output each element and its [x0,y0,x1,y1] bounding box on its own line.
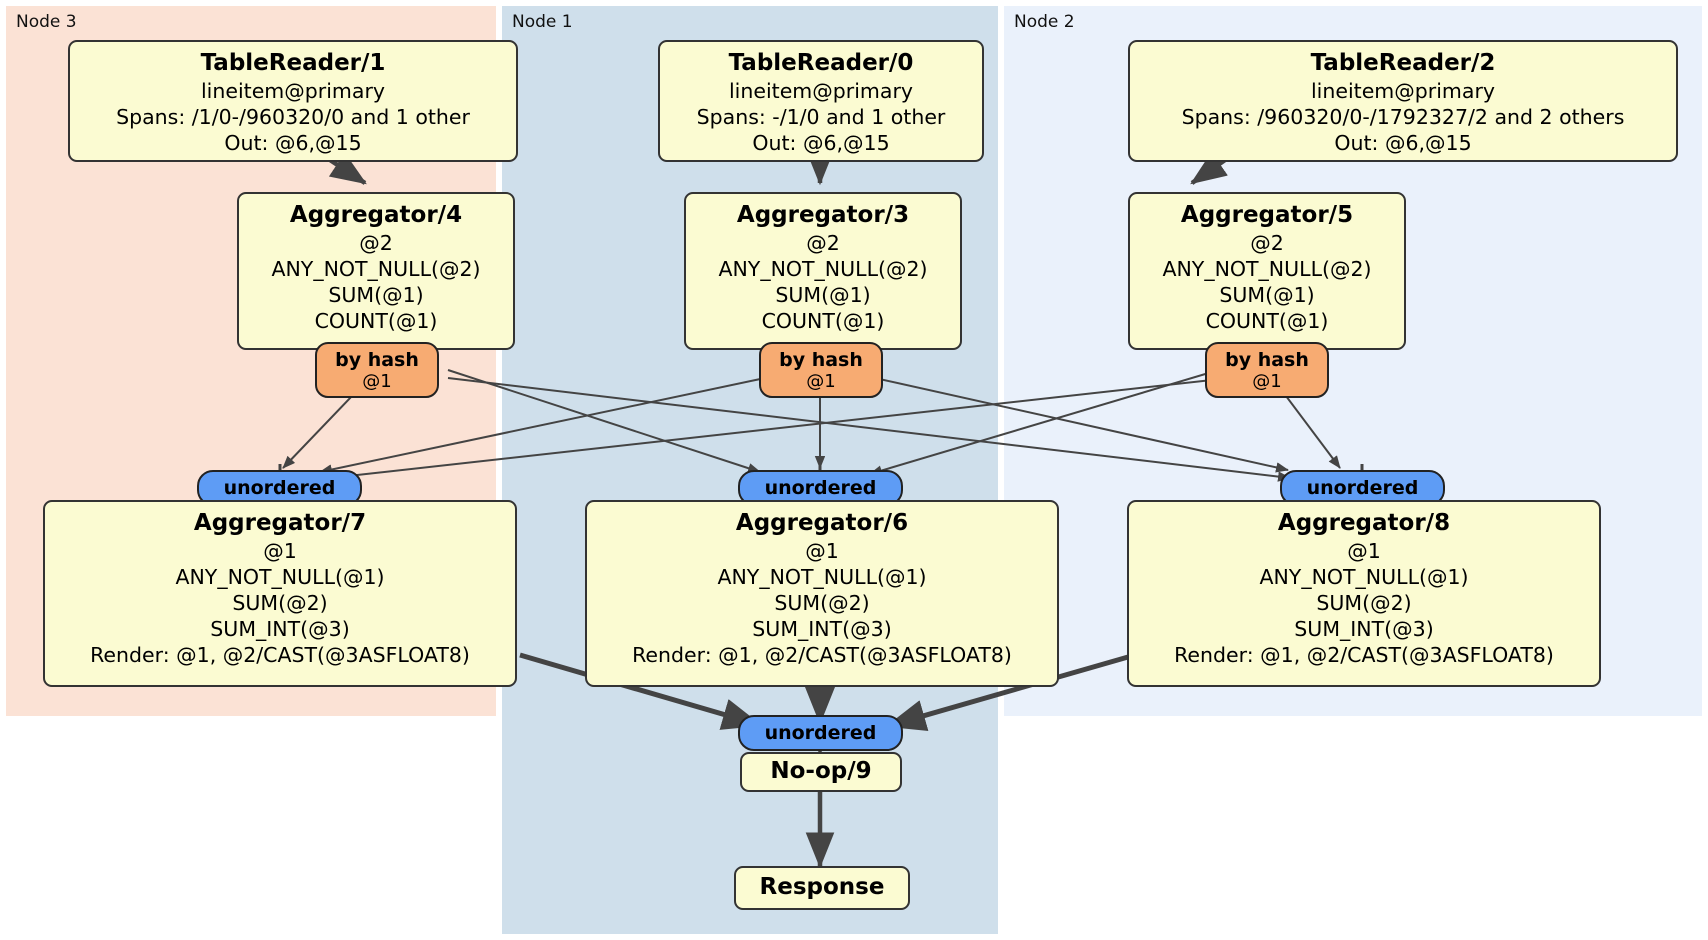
processor-detail-line: Out: @6,@15 [752,131,890,155]
processor-detail-line: Render: @1, @2/CAST(@3ASFLOAT8) [1174,643,1554,667]
processor-detail-line: @1 [805,539,839,563]
processor-detail-line: lineitem@primary [728,79,914,103]
processor-tablereader-0[interactable]: TableReader/0 lineitem@primary Spans: -/… [658,40,984,162]
router-label: by hash [335,348,419,371]
processor-detail-line: @2 [359,231,393,255]
processor-detail-line: SUM_INT(@3) [1294,617,1434,641]
node-panel-label-node2: Node 2 [1014,12,1075,32]
processor-detail-line: SUM(@2) [1316,591,1412,615]
processor-title: Aggregator/7 [193,510,367,536]
processor-detail-line: lineitem@primary [200,79,386,103]
router-label: by hash [779,348,863,371]
processor-title: Response [759,874,885,900]
processor-detail-line: Render: @1, @2/CAST(@3ASFLOAT8) [90,643,470,667]
processor-detail-line: lineitem@primary [1310,79,1496,103]
router-label: by hash [1225,348,1309,371]
processor-detail-line: @2 [1250,231,1284,255]
processor-aggregator-8[interactable]: Aggregator/8 @1 ANY_NOT_NULL(@1) SUM(@2)… [1127,500,1601,687]
synchronizer-label: unordered [764,476,877,499]
processor-title: TableReader/0 [728,50,914,76]
processor-detail-line: COUNT(@1) [761,309,885,333]
processor-detail-line: Spans: /960320/0-/1792327/2 and 2 others [1181,105,1625,129]
processor-detail-line: @1 [263,539,297,563]
processor-aggregator-4[interactable]: Aggregator/4 @2 ANY_NOT_NULL(@2) SUM(@1)… [237,192,515,350]
processor-detail-line: Out: @6,@15 [224,131,362,155]
synchronizer-label: unordered [223,476,336,499]
processor-title: No-op/9 [770,758,872,784]
router-column: @1 [1252,370,1282,392]
processor-aggregator-5[interactable]: Aggregator/5 @2 ANY_NOT_NULL(@2) SUM(@1)… [1128,192,1406,350]
synchronizer-label: unordered [764,721,877,744]
processor-tablereader-1[interactable]: TableReader/1 lineitem@primary Spans: /1… [68,40,518,162]
router-column: @1 [362,370,392,392]
processor-detail-line: SUM(@1) [775,283,871,307]
router-column: @1 [806,370,836,392]
processor-detail-line: Out: @6,@15 [1334,131,1472,155]
processor-detail-line: Spans: /1/0-/960320/0 and 1 other [116,105,470,129]
processor-aggregator-7[interactable]: Aggregator/7 @1 ANY_NOT_NULL(@1) SUM(@2)… [43,500,517,687]
processor-aggregator-3[interactable]: Aggregator/3 @2 ANY_NOT_NULL(@2) SUM(@1)… [684,192,962,350]
processor-title: Aggregator/8 [1277,510,1451,536]
processor-title: Aggregator/3 [736,202,910,228]
processor-title: TableReader/1 [200,50,386,76]
processor-detail-line: SUM(@1) [328,283,424,307]
processor-title: TableReader/2 [1310,50,1496,76]
processor-detail-line: COUNT(@1) [1205,309,1329,333]
processor-response[interactable]: Response [734,866,910,910]
node-panel-label-node1: Node 1 [512,12,573,32]
synchronizer-label: unordered [1306,476,1419,499]
processor-detail-line: SUM(@1) [1219,283,1315,307]
processor-detail-line: COUNT(@1) [314,309,438,333]
processor-detail-line: ANY_NOT_NULL(@2) [271,257,481,281]
processor-tablereader-2[interactable]: TableReader/2 lineitem@primary Spans: /9… [1128,40,1678,162]
processor-detail-line: ANY_NOT_NULL(@2) [1162,257,1372,281]
processor-noop-9[interactable]: No-op/9 [740,752,902,792]
processor-title: Aggregator/4 [289,202,463,228]
processor-detail-line: SUM(@2) [774,591,870,615]
router-by-hash-center[interactable]: by hash @1 [759,342,883,398]
processor-detail-line: SUM_INT(@3) [210,617,350,641]
router-by-hash-right[interactable]: by hash @1 [1205,342,1329,398]
processor-detail-line: ANY_NOT_NULL(@1) [175,565,385,589]
processor-detail-line: Spans: -/1/0 and 1 other [696,105,946,129]
processor-aggregator-6[interactable]: Aggregator/6 @1 ANY_NOT_NULL(@1) SUM(@2)… [585,500,1059,687]
synchronizer-unordered-final[interactable]: unordered [738,715,903,751]
processor-detail-line: SUM_INT(@3) [752,617,892,641]
processor-detail-line: @1 [1347,539,1381,563]
node-panel-label-node3: Node 3 [16,12,77,32]
router-by-hash-left[interactable]: by hash @1 [315,342,439,398]
processor-detail-line: Render: @1, @2/CAST(@3ASFLOAT8) [632,643,1012,667]
processor-title: Aggregator/5 [1180,202,1354,228]
processor-detail-line: ANY_NOT_NULL(@2) [718,257,928,281]
processor-detail-line: ANY_NOT_NULL(@1) [1259,565,1469,589]
processor-detail-line: ANY_NOT_NULL(@1) [717,565,927,589]
processor-detail-line: @2 [806,231,840,255]
processor-title: Aggregator/6 [735,510,909,536]
processor-detail-line: SUM(@2) [232,591,328,615]
